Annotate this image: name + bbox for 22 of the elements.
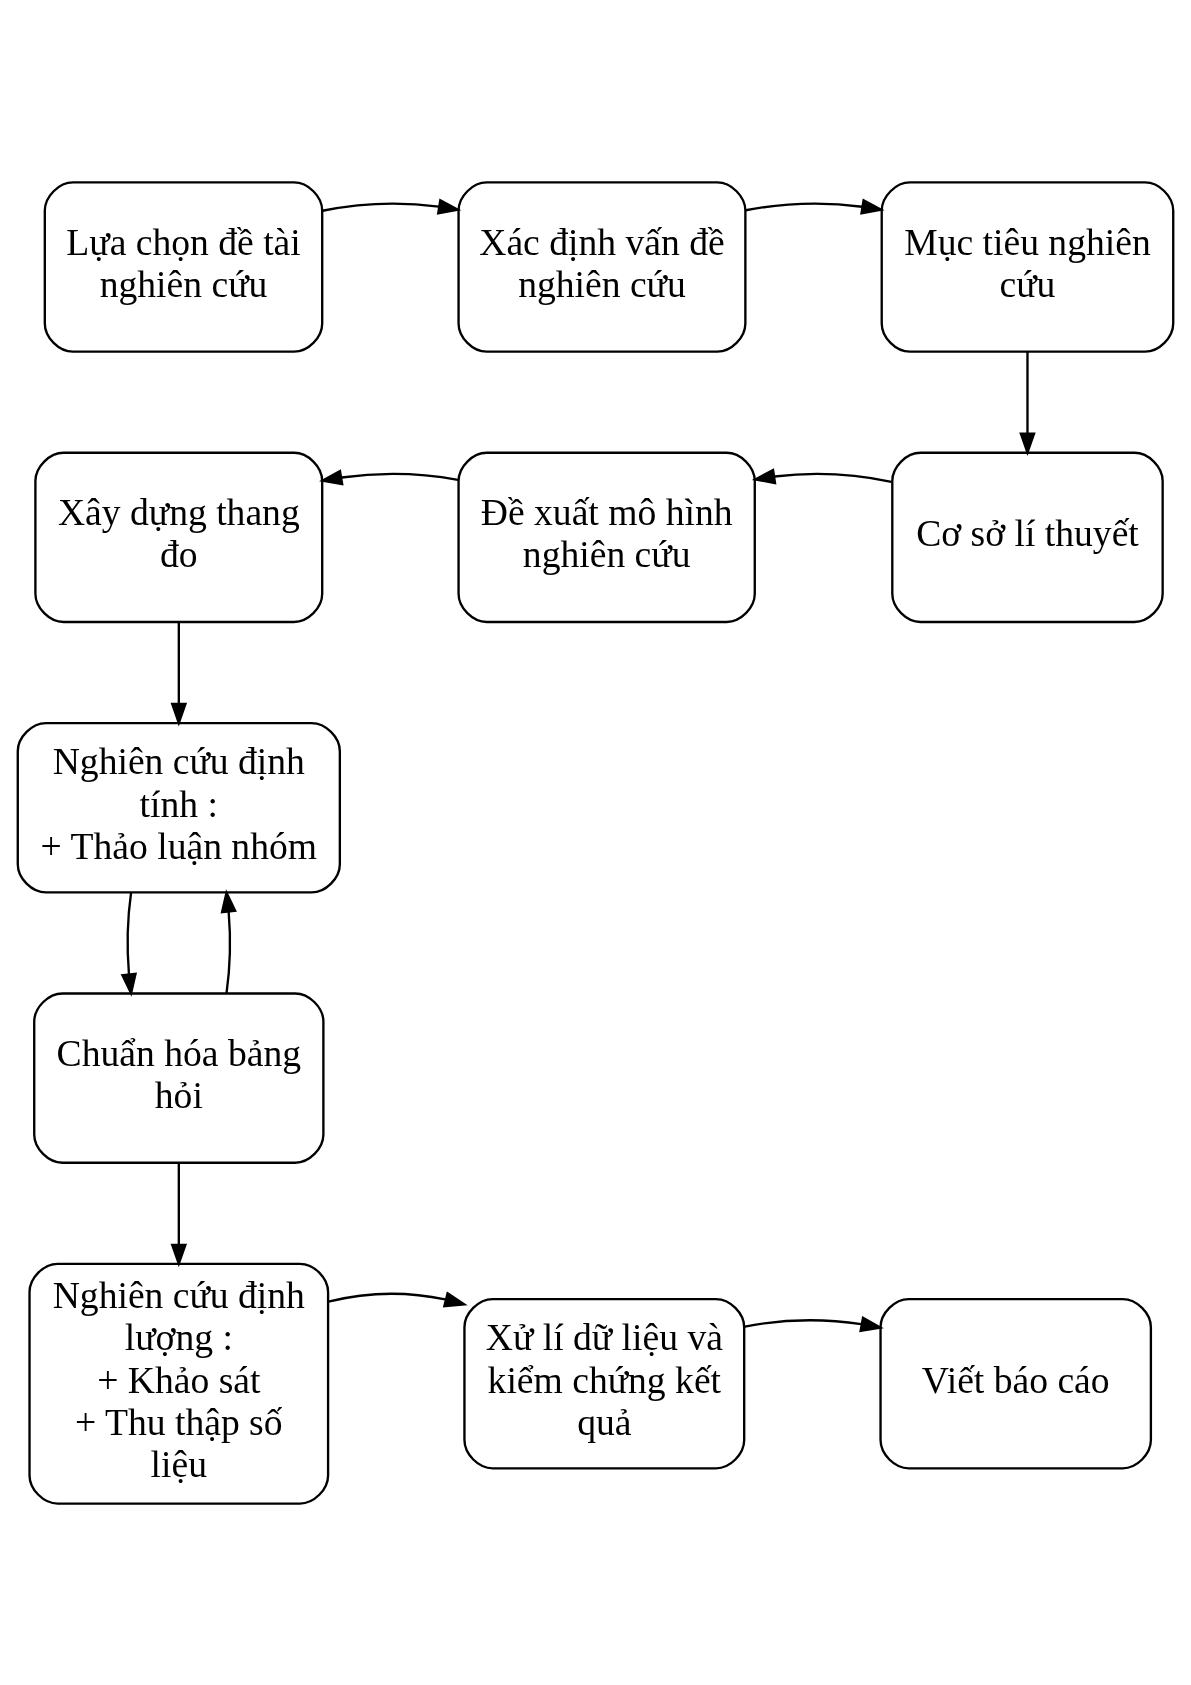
arrow (751, 467, 892, 485)
node-box: Cơ sở lí thuyết (891, 451, 1164, 623)
arrow (744, 1315, 884, 1332)
arrow (1019, 351, 1036, 456)
node-box: Xây dựng thang đo (34, 451, 324, 623)
node-box: Chuẩn hóa bảng hỏi (33, 991, 325, 1164)
node-box: Lựa chọn đề tài nghiên cứu (43, 180, 324, 353)
arrow (328, 1290, 468, 1307)
arrow (170, 621, 188, 726)
node-box: Mục tiêu nghiên cứu (880, 180, 1175, 353)
arrow (745, 197, 885, 215)
arrow (322, 197, 462, 215)
node-box: Đề xuất mô hình nghiên cứu (457, 451, 756, 623)
node-box: Xác định vấn đề nghiên cứu (457, 180, 747, 353)
arrow (319, 468, 459, 486)
node-box: Nghiên cứu định lượng : + Khảo sát + Thu thập số liệu (28, 1262, 330, 1505)
arrow (120, 892, 138, 997)
arrow (170, 1162, 188, 1267)
node-box: Xử lí dữ liệu và kiểm chứng kết quả (463, 1297, 746, 1469)
arrow (220, 888, 237, 993)
node-box: Viết báo cáo (879, 1297, 1153, 1469)
node-box: Nghiên cứu định tính : + Thảo luận nhóm (16, 721, 341, 894)
